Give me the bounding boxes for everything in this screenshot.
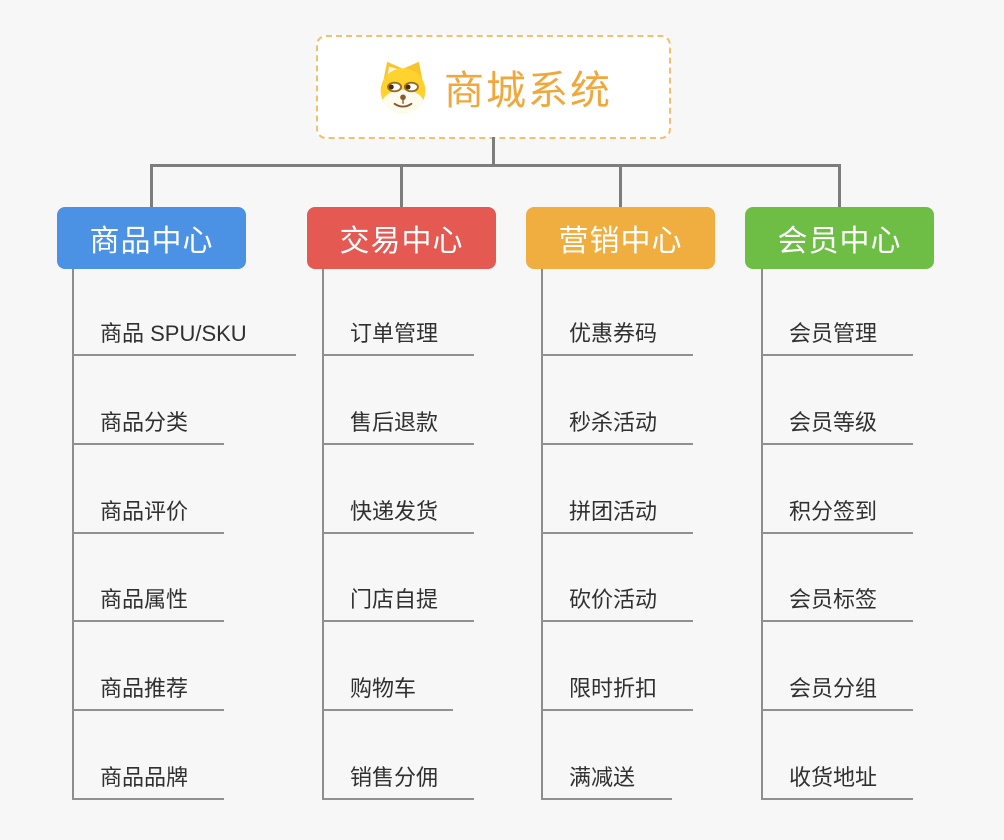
subtopic-item[interactable]: 积分签到 xyxy=(761,490,913,534)
subtopic-item[interactable]: 商品品牌 xyxy=(72,756,224,800)
branch-topic-product-center[interactable]: 商品中心 xyxy=(57,207,246,269)
subtopic-item[interactable]: 商品分类 xyxy=(72,401,224,445)
connector-drop-marketing xyxy=(619,164,622,207)
root-topic-title: 商城系统 xyxy=(444,69,612,113)
subtopic-item[interactable]: 收货地址 xyxy=(761,756,913,800)
connector-drop-member xyxy=(838,164,841,207)
doge-icon xyxy=(380,61,426,114)
branch-topic-member-center[interactable]: 会员中心 xyxy=(745,207,934,269)
connector-root-stem xyxy=(492,137,495,164)
branch-trunk-trade xyxy=(322,269,324,800)
subtopic-item[interactable]: 门店自提 xyxy=(322,578,474,622)
subtopic-item[interactable]: 商品属性 xyxy=(72,578,224,622)
branch-topic-marketing-center[interactable]: 营销中心 xyxy=(526,207,715,269)
subtopic-item[interactable]: 会员等级 xyxy=(761,401,913,445)
branch-topic-trade-center[interactable]: 交易中心 xyxy=(307,207,496,269)
branch-trunk-member xyxy=(761,269,763,800)
subtopic-item[interactable]: 会员管理 xyxy=(761,312,913,356)
branch-trunk-marketing xyxy=(541,269,543,800)
subtopic-item[interactable]: 满减送 xyxy=(541,756,672,800)
subtopic-item[interactable]: 快递发货 xyxy=(322,490,474,534)
subtopic-item[interactable]: 商品 SPU/SKU xyxy=(72,312,296,356)
subtopic-item[interactable]: 拼团活动 xyxy=(541,490,693,534)
root-topic[interactable]: 商城系统 xyxy=(316,35,671,139)
connector-bus xyxy=(150,164,841,167)
subtopic-item[interactable]: 砍价活动 xyxy=(541,578,693,622)
connector-drop-trade xyxy=(400,164,403,207)
subtopic-item[interactable]: 商品评价 xyxy=(72,490,224,534)
connector-drop-product xyxy=(150,164,153,207)
subtopic-item[interactable]: 售后退款 xyxy=(322,401,474,445)
subtopic-item[interactable]: 订单管理 xyxy=(322,312,474,356)
subtopic-item[interactable]: 会员分组 xyxy=(761,667,913,711)
subtopic-item[interactable]: 销售分佣 xyxy=(322,756,474,800)
subtopic-item[interactable]: 秒杀活动 xyxy=(541,401,693,445)
subtopic-item[interactable]: 优惠券码 xyxy=(541,312,693,356)
subtopic-item[interactable]: 购物车 xyxy=(322,667,453,711)
subtopic-item[interactable]: 限时折扣 xyxy=(541,667,693,711)
subtopic-item[interactable]: 商品推荐 xyxy=(72,667,224,711)
branch-trunk-product xyxy=(72,269,74,800)
subtopic-item[interactable]: 会员标签 xyxy=(761,578,913,622)
